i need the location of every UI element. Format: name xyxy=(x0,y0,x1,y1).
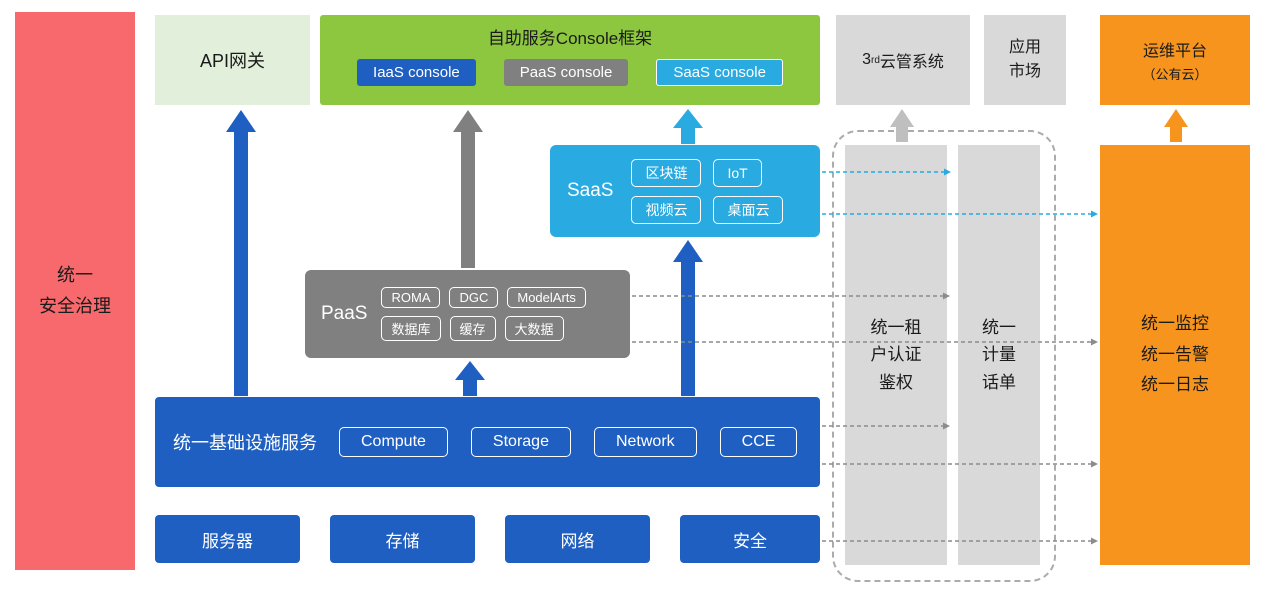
console-chip-row: IaaS console PaaS console SaaS console xyxy=(357,59,783,86)
console-framework-box: 自助服务Console框架 IaaS console PaaS console … xyxy=(320,15,820,105)
storage-box: 存储 xyxy=(330,515,475,563)
network-box: 网络 xyxy=(505,515,650,563)
saas-service-blockchain: 区块链 xyxy=(631,158,702,187)
saas-console-chip: SaaS console xyxy=(656,59,783,86)
third-cms-superscript: rd xyxy=(870,54,880,66)
saas-layer-label: SaaS xyxy=(567,180,614,201)
paas-layer-box: PaaS ROMA DGC ModelArts 数据库 缓存 大数据 xyxy=(305,270,630,358)
infrastructure-service-row: Compute Storage Network CCE xyxy=(339,427,798,457)
paas-service-database: 数据库 xyxy=(381,316,441,341)
om-platform-box: 运维平台 （公有云） xyxy=(1100,15,1250,105)
paas-console-chip: PaaS console xyxy=(503,59,629,86)
server-box: 服务器 xyxy=(155,515,300,563)
third-cms-prefix: 3 xyxy=(862,51,871,68)
om-platform-title: 运维平台 xyxy=(1142,43,1207,60)
arrow-infra-to-api-gateway xyxy=(226,110,256,396)
monitoring-alarm-log-bar: 统一监控 统一告警 统一日志 xyxy=(1100,145,1250,565)
paas-service-bigdata: 大数据 xyxy=(504,316,564,341)
paas-service-cache: 缓存 xyxy=(449,316,496,341)
paas-service-modelarts: ModelArts xyxy=(507,287,586,308)
infrastructure-label: 统一基础设施服务 xyxy=(173,433,317,453)
third-cms-rest: 云管系统 xyxy=(879,54,944,71)
saas-service-video-cloud: 视频云 xyxy=(631,195,702,224)
saas-service-iot: IoT xyxy=(713,158,762,187)
om-platform-subtitle: （公有云） xyxy=(1142,67,1208,82)
app-market-box: 应用 市场 xyxy=(984,15,1066,105)
arrow-monitor-to-om-platform xyxy=(1164,109,1188,142)
infrastructure-layer-box: 统一基础设施服务 Compute Storage Network CCE xyxy=(155,397,820,487)
arrow-saas-to-console xyxy=(673,109,703,144)
metering-billing-bar: 统一 计量 话单 xyxy=(958,145,1040,565)
infra-service-storage: Storage xyxy=(470,427,571,457)
console-framework-title: 自助服务Console框架 xyxy=(487,29,653,48)
arrow-paas-to-console xyxy=(453,110,483,268)
paas-service-dgc: DGC xyxy=(449,287,499,308)
saas-service-grid: 区块链 IoT 视频云 桌面云 xyxy=(631,158,784,224)
api-gateway-box: API网关 xyxy=(155,15,310,105)
iaas-console-chip: IaaS console xyxy=(357,59,476,86)
tenant-auth-bar: 统一租 户认证 鉴权 xyxy=(845,145,947,565)
paas-service-roma: ROMA xyxy=(381,287,441,308)
security-governance-bar: 统一 安全治理 xyxy=(15,12,135,570)
infra-service-network: Network xyxy=(593,427,697,457)
infra-service-cce: CCE xyxy=(719,427,798,457)
paas-service-grid: ROMA DGC ModelArts 数据库 缓存 大数据 xyxy=(381,287,586,341)
saas-layer-box: SaaS 区块链 IoT 视频云 桌面云 xyxy=(550,145,820,237)
saas-service-desktop-cloud: 桌面云 xyxy=(713,195,784,224)
shared-services-dashed-border xyxy=(832,130,1056,582)
arrow-infra-to-saas xyxy=(673,240,703,396)
arrow-infra-to-paas xyxy=(455,361,485,396)
security-box: 安全 xyxy=(680,515,820,563)
paas-layer-label: PaaS xyxy=(321,303,368,324)
infra-service-compute: Compute xyxy=(339,427,448,457)
